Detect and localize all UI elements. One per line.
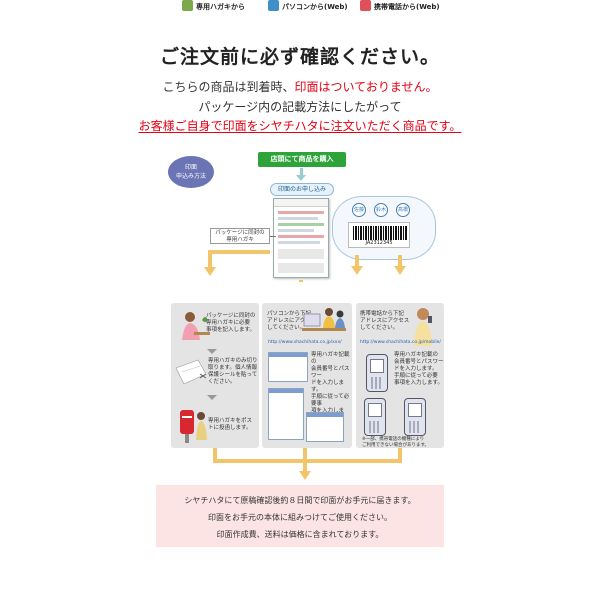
method-title-text: 専用ハガキから — [196, 3, 245, 11]
notice-line-1-prefix: こちらの商品は到着時、 — [162, 80, 295, 94]
flow-arrow-store — [300, 168, 303, 176]
phone-keypad — [409, 421, 421, 433]
screen-titlebar — [269, 389, 303, 393]
step-arrow-icon — [207, 395, 217, 400]
delivery-info-line-2: 印面をお手元の本体に組みつけてご使用ください。 — [208, 513, 392, 522]
notice-line-1: こちらの商品は到着時、印面はついておりません。 — [0, 78, 600, 95]
flow-arrow-store-head — [296, 175, 306, 181]
notice-line-3: お客様ご自身で印面をシヤチハタに注文いただく商品です。 — [138, 119, 462, 133]
couple-at-computer-illustration — [302, 306, 348, 336]
pc-screen-illustration — [268, 352, 308, 382]
notice-line-1-warning: 印面はついておりません。 — [294, 80, 438, 94]
method-title-text: パソコンから(Web) — [282, 3, 348, 11]
pc-step-1: パソコンから下記 アドレスにアクセス してください。 — [267, 311, 317, 331]
method-title-mobile: 携帯電話から(Web) — [360, 0, 440, 14]
application-method-badge: 印面 申込み方法 — [168, 156, 214, 188]
delivery-info-line-3: 印面作成費、送料は価格に含まれております。 — [216, 530, 384, 539]
form-row — [278, 223, 324, 226]
barcode: JA2312345 — [348, 222, 410, 248]
mobile-phone-illustration — [364, 398, 386, 436]
form-row — [278, 263, 324, 273]
computer-icon — [268, 0, 279, 11]
split-arrow-left-head — [204, 267, 216, 276]
step-arrow-icon — [207, 349, 217, 354]
merge-arrow-horizontal — [213, 459, 402, 463]
form-header — [274, 199, 328, 207]
mobile-step-2: 専用ハガキ記載の 会員番号とパスワー ドを入力します。 手順に従って必要 事項を… — [394, 352, 444, 386]
barcode-bars — [353, 226, 407, 240]
postcard-cut-illustration — [174, 358, 208, 386]
mobile-note: ※一部、携帯電話の機種により ご利用できない場合があります。 — [362, 437, 430, 448]
split-arrow-center — [299, 280, 303, 282]
delivery-info-box: シヤチハタにて原稿確認後約８日間で印面がお手元に届きます。 印面をお手元の本体に… — [156, 485, 444, 547]
phone-keypad — [371, 377, 383, 389]
mobile-phone-illustration — [366, 354, 388, 392]
note-connector — [270, 236, 276, 237]
phone-keypad — [369, 421, 381, 433]
merge-arrow-center — [303, 448, 307, 462]
stamp-apply-label: 印面のお申し込み — [270, 183, 334, 196]
form-row — [278, 235, 324, 238]
merge-arrow-right — [398, 448, 402, 462]
form-row — [278, 229, 314, 232]
method-title-pc: パソコンから(Web) — [268, 0, 348, 14]
merge-arrow-down — [303, 462, 307, 472]
split-arrow-right-a-head — [351, 266, 363, 275]
notice-title: ご注文前に必ず確認ください。 — [159, 46, 440, 68]
merge-arrow-head — [299, 471, 311, 480]
postcard-note: パッケージに同封の 専用ハガキ — [210, 228, 270, 244]
split-arrow-horizontal — [210, 250, 270, 254]
split-arrow-right-b — [398, 255, 402, 267]
pc-screen-illustration — [306, 412, 344, 442]
pc-screen-illustration — [268, 388, 304, 440]
mobile-step-1: 携帯電話から下記 アドレスにアクセス してください。 — [360, 311, 410, 331]
woman-writing-illustration — [176, 310, 210, 344]
screen-titlebar — [307, 413, 343, 417]
phone-screen — [368, 403, 382, 417]
postcard-step-1: パッケージに同封の 専用ハガキに必要 事項を記入します。 — [206, 313, 256, 333]
delivery-info-line-1: シヤチハタにて原稿確認後約８日間で印面がお手元に届きます。 — [184, 496, 416, 505]
postcard-icon — [182, 0, 193, 11]
barcode-number: JA2312345 — [365, 240, 393, 246]
phone-screen — [408, 403, 422, 417]
application-form-illustration — [273, 198, 329, 278]
stamp-sample: 佐藤 — [352, 203, 366, 217]
method-title-text: 携帯電話から(Web) — [374, 3, 440, 11]
mobile-url[interactable]: http://www.shachihata.co.jp/mobile/ — [360, 340, 441, 345]
split-arrow-right-b-head — [394, 266, 406, 275]
screen-titlebar — [269, 353, 307, 357]
mobile-icon — [360, 0, 371, 11]
mobile-phone-illustration — [404, 398, 426, 436]
method-title-postcard: 専用ハガキから — [182, 0, 245, 14]
form-row — [278, 217, 318, 220]
postcard-step-3: 専用ハガキをポス トに投函します。 — [208, 418, 253, 431]
stamp-sample: 高橋 — [396, 203, 410, 217]
split-arrow-left — [208, 250, 212, 268]
stamp-sample: 鈴木 — [374, 203, 388, 217]
woman-with-phone-illustration — [406, 306, 440, 346]
form-row — [278, 241, 320, 244]
pc-url[interactable]: http://www.shachihata.co.jp/xxx/ — [268, 340, 342, 345]
form-row — [278, 249, 324, 259]
merge-arrow-left — [213, 448, 217, 462]
form-row — [278, 211, 324, 214]
badge-text: 印面 申込み方法 — [175, 164, 206, 180]
store-purchase-label: 店頭にて商品を購入 — [258, 152, 346, 167]
phone-screen — [370, 359, 384, 373]
postcard-note-text: パッケージに同封の 専用ハガキ — [215, 230, 265, 243]
split-arrow-right-a — [355, 255, 359, 267]
notice-line-2: パッケージ内の記載方法にしたがって — [198, 100, 402, 114]
mailbox-illustration — [176, 404, 210, 444]
postcard-step-2: 専用ハガキのみ切り 取ります。個人情報 保護シールを貼って ください。 — [208, 358, 258, 385]
